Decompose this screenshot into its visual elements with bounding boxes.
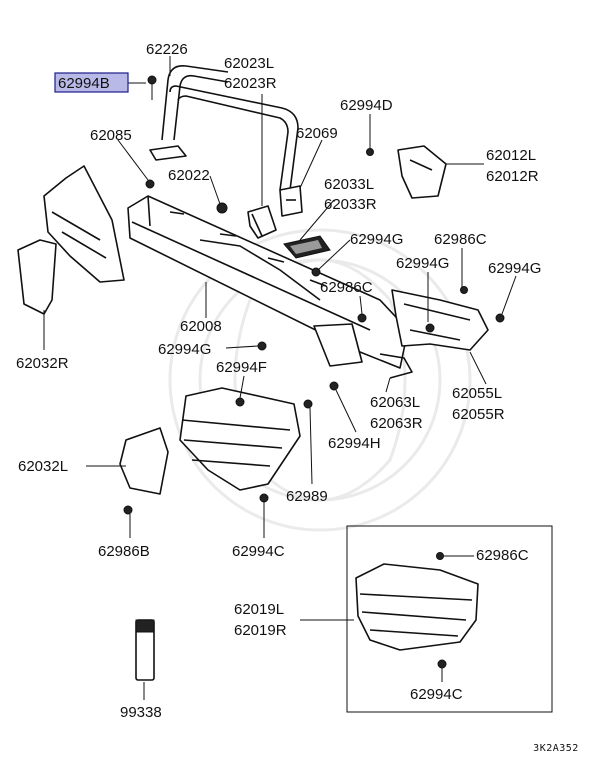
leader-lines: [43, 56, 517, 700]
label-62063L[interactable]: 62063L: [370, 394, 420, 411]
label-62012R[interactable]: 62012R: [486, 168, 539, 185]
label-62994C-a[interactable]: 62994C: [232, 543, 285, 560]
side-stay: [313, 323, 413, 379]
highlight-box: [54, 72, 129, 93]
upright-bracket: [247, 205, 277, 239]
label-62085[interactable]: 62085: [90, 127, 132, 144]
label-62023R[interactable]: 62023R: [224, 75, 277, 92]
label-62986C-a[interactable]: 62986C: [434, 231, 487, 248]
label-62023L[interactable]: 62023L: [224, 55, 274, 72]
label-62994H[interactable]: 62994H: [328, 435, 381, 452]
bumper-end-upper-left: [43, 165, 125, 283]
label-99338[interactable]: 99338: [120, 704, 162, 721]
part-labels: 62226 62994B 62023L 62023R 62994D 62085 …: [16, 41, 541, 721]
label-62008[interactable]: 62008: [180, 318, 222, 335]
touch-up-paint: [135, 619, 155, 681]
stopper-block: [283, 235, 331, 259]
label-62994C-b[interactable]: 62994C: [410, 686, 463, 703]
label-62986C-b[interactable]: 62986C: [320, 279, 373, 296]
label-62989[interactable]: 62989: [286, 488, 328, 505]
front-bumper-assy: [179, 387, 301, 491]
label-62055L[interactable]: 62055L: [452, 385, 502, 402]
label-62069[interactable]: 62069: [296, 125, 338, 142]
side-cover-left: [119, 427, 169, 495]
label-62019R[interactable]: 62019R: [234, 622, 287, 639]
label-62012L[interactable]: 62012L: [486, 147, 536, 164]
label-62022[interactable]: 62022: [168, 167, 210, 184]
inset-box: [346, 525, 553, 713]
label-62994G-b[interactable]: 62994G: [396, 255, 449, 272]
label-62033L[interactable]: 62033L: [324, 176, 374, 193]
fasteners: [123, 75, 505, 669]
label-62032L[interactable]: 62032L: [18, 458, 68, 475]
tow-hook: [279, 185, 303, 217]
label-62986C-c[interactable]: 62986C: [476, 547, 529, 564]
label-62994G-a[interactable]: 62994G: [350, 231, 403, 248]
label-62994B[interactable]: 62994B: [58, 75, 110, 92]
label-62063R[interactable]: 62063R: [370, 415, 423, 432]
corner-bumper: [355, 563, 479, 651]
label-62994F[interactable]: 62994F: [216, 359, 267, 376]
label-62055R[interactable]: 62055R: [452, 406, 505, 423]
label-62994D[interactable]: 62994D: [340, 97, 393, 114]
label-62226[interactable]: 62226: [146, 41, 188, 58]
label-62986B[interactable]: 62986B: [98, 543, 150, 560]
grille-guard-tube: [149, 64, 299, 191]
label-62019L[interactable]: 62019L: [234, 601, 284, 618]
side-cover-right: [17, 239, 57, 315]
bumper-bracket: [391, 289, 489, 351]
mount-bracket: [397, 145, 447, 199]
label-62033R[interactable]: 62033R: [324, 196, 377, 213]
diagram-code: 3K2A352: [533, 743, 579, 754]
label-62032R[interactable]: 62032R: [16, 355, 69, 372]
label-62994G-c[interactable]: 62994G: [488, 260, 541, 277]
label-62994G-d[interactable]: 62994G: [158, 341, 211, 358]
